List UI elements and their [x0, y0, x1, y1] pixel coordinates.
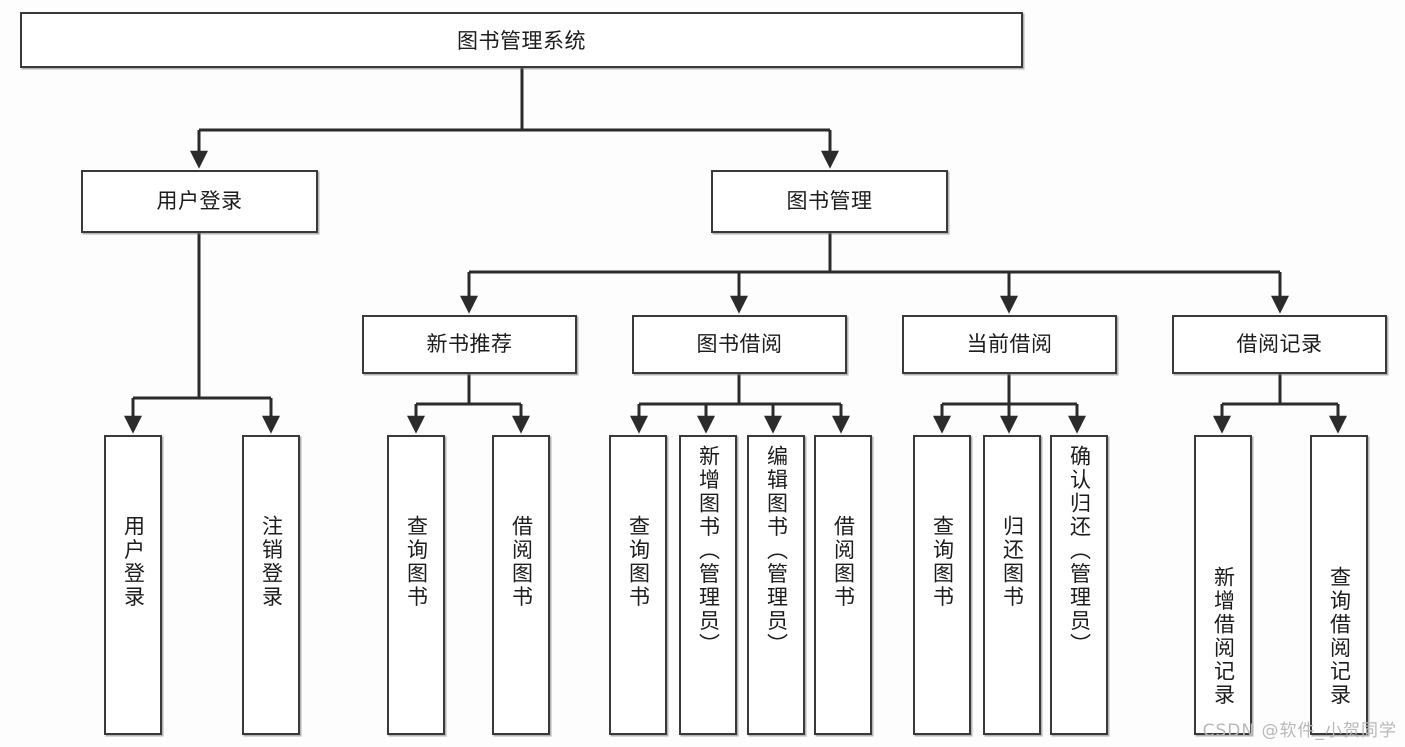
- leaf-add-borrow-record[interactable]: 新增借阅记录: [1194, 435, 1252, 735]
- leaf-confirm-return-admin[interactable]: 确认归还（管理员）: [1050, 435, 1108, 735]
- leaf-label: 确认归还（管理员）: [1067, 445, 1092, 657]
- leaf-label: 查询借阅记录: [1327, 566, 1352, 707]
- leaf-user-login[interactable]: 用户登录: [104, 435, 162, 735]
- leaf-label: 查询图书: [930, 515, 955, 609]
- leaf-label: 查询图书: [626, 515, 651, 609]
- leaf-edit-book-admin[interactable]: 编辑图书（管理员）: [747, 435, 805, 735]
- node-label: 图书借阅: [696, 331, 783, 356]
- leaf-query-book-current[interactable]: 查询图书: [913, 435, 971, 735]
- node-new-book-recommend[interactable]: 新书推荐: [362, 315, 577, 374]
- leaf-return-book[interactable]: 归还图书: [983, 435, 1041, 735]
- node-book-management[interactable]: 图书管理: [711, 170, 948, 233]
- node-borrow-record[interactable]: 借阅记录: [1172, 315, 1387, 374]
- leaf-label: 查询图书: [404, 515, 429, 609]
- node-root-system[interactable]: 图书管理系统: [20, 12, 1023, 68]
- leaf-label: 注销登录: [259, 515, 284, 609]
- node-current-borrow[interactable]: 当前借阅: [902, 315, 1117, 374]
- node-label: 借阅记录: [1236, 331, 1323, 356]
- leaf-label: 借阅图书: [509, 515, 534, 609]
- node-label: 新书推荐: [426, 331, 513, 356]
- leaf-label: 归还图书: [1000, 515, 1025, 609]
- leaf-add-book-admin[interactable]: 新增图书（管理员）: [679, 435, 737, 735]
- node-label: 图书管理: [786, 188, 873, 213]
- leaf-label: 借阅图书: [831, 515, 856, 609]
- leaf-label: 新增借阅记录: [1211, 566, 1236, 707]
- leaf-query-book-borrow[interactable]: 查询图书: [609, 435, 667, 735]
- node-label: 用户登录: [156, 188, 243, 213]
- node-user-login[interactable]: 用户登录: [81, 170, 318, 233]
- csdn-watermark: CSDN @软件_小贺同学: [1202, 721, 1397, 741]
- leaf-logout-login[interactable]: 注销登录: [242, 435, 300, 735]
- node-label: 图书管理系统: [457, 29, 586, 53]
- node-book-borrow[interactable]: 图书借阅: [632, 315, 847, 374]
- leaf-borrow-book-recommend[interactable]: 借阅图书: [492, 435, 550, 735]
- leaf-label: 编辑图书（管理员）: [764, 445, 789, 657]
- node-label: 当前借阅: [966, 331, 1053, 356]
- leaf-query-borrow-record[interactable]: 查询借阅记录: [1310, 435, 1368, 735]
- leaf-label: 用户登录: [121, 515, 146, 609]
- leaf-query-book-recommend[interactable]: 查询图书: [387, 435, 445, 735]
- leaf-label: 新增图书（管理员）: [696, 445, 721, 657]
- leaf-borrow-book[interactable]: 借阅图书: [814, 435, 872, 735]
